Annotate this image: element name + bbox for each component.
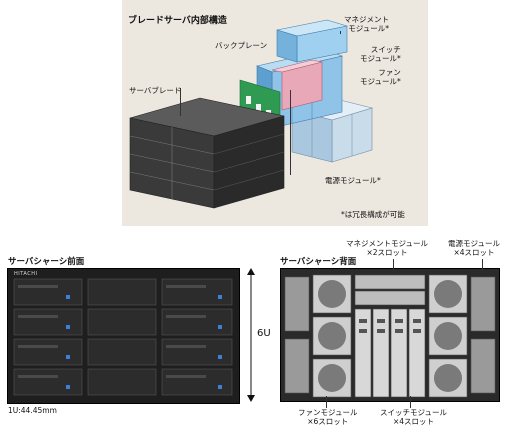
blade-server-internal-illustration bbox=[129, 19, 374, 209]
power-module-label: 電源モジュール* bbox=[325, 176, 381, 185]
power-slots bbox=[284, 276, 496, 394]
front-chassis-photo: HITACHI bbox=[7, 268, 240, 404]
leader-line bbox=[326, 396, 327, 408]
internal-structure-title: ブレードサーバ内部構造 bbox=[128, 16, 227, 26]
management-module-stack bbox=[276, 19, 348, 63]
rear-module-slots bbox=[284, 274, 496, 398]
rear-chassis-photo bbox=[280, 268, 500, 402]
server-blade-stack bbox=[129, 97, 285, 209]
front-blade-bays bbox=[13, 278, 233, 396]
switch-module-label: スイッチ モジュール* bbox=[360, 45, 401, 63]
leader-line bbox=[180, 88, 181, 116]
fan-module-label: ファン モジュール* bbox=[360, 68, 401, 86]
rear-chassis-title: サーバシャーシ背面 bbox=[280, 257, 357, 267]
leader-line bbox=[340, 31, 341, 34]
switch-module-stack bbox=[271, 59, 323, 111]
leader-line bbox=[410, 396, 411, 408]
unit-note: 1U:44.45mm bbox=[8, 406, 57, 415]
management-slots bbox=[354, 274, 426, 306]
height-label: 6U bbox=[257, 328, 271, 339]
hitachi-logo: HITACHI bbox=[14, 271, 38, 277]
height-dimension-arrow bbox=[247, 268, 255, 402]
backplane-label: バックプレーン bbox=[215, 41, 268, 50]
leader-line bbox=[393, 259, 394, 271]
rear-fan-label: ファンモジュール ×6スロット bbox=[298, 408, 358, 426]
front-chassis-title: サーバシャーシ前面 bbox=[8, 257, 85, 267]
rear-power-label: 電源モジュール ×4スロット bbox=[448, 239, 500, 257]
leader-line bbox=[482, 259, 483, 271]
leader-line bbox=[290, 90, 291, 175]
rear-switch-label: スイッチモジュール ×4スロット bbox=[380, 408, 447, 426]
rear-management-label: マネジメントモジュール ×2スロット bbox=[346, 239, 428, 257]
redundancy-note: *は冗長構成が可能 bbox=[341, 210, 405, 219]
management-module-label: マネジメント モジュール* bbox=[344, 15, 389, 33]
server-blade-label: サーバブレード bbox=[129, 86, 182, 95]
